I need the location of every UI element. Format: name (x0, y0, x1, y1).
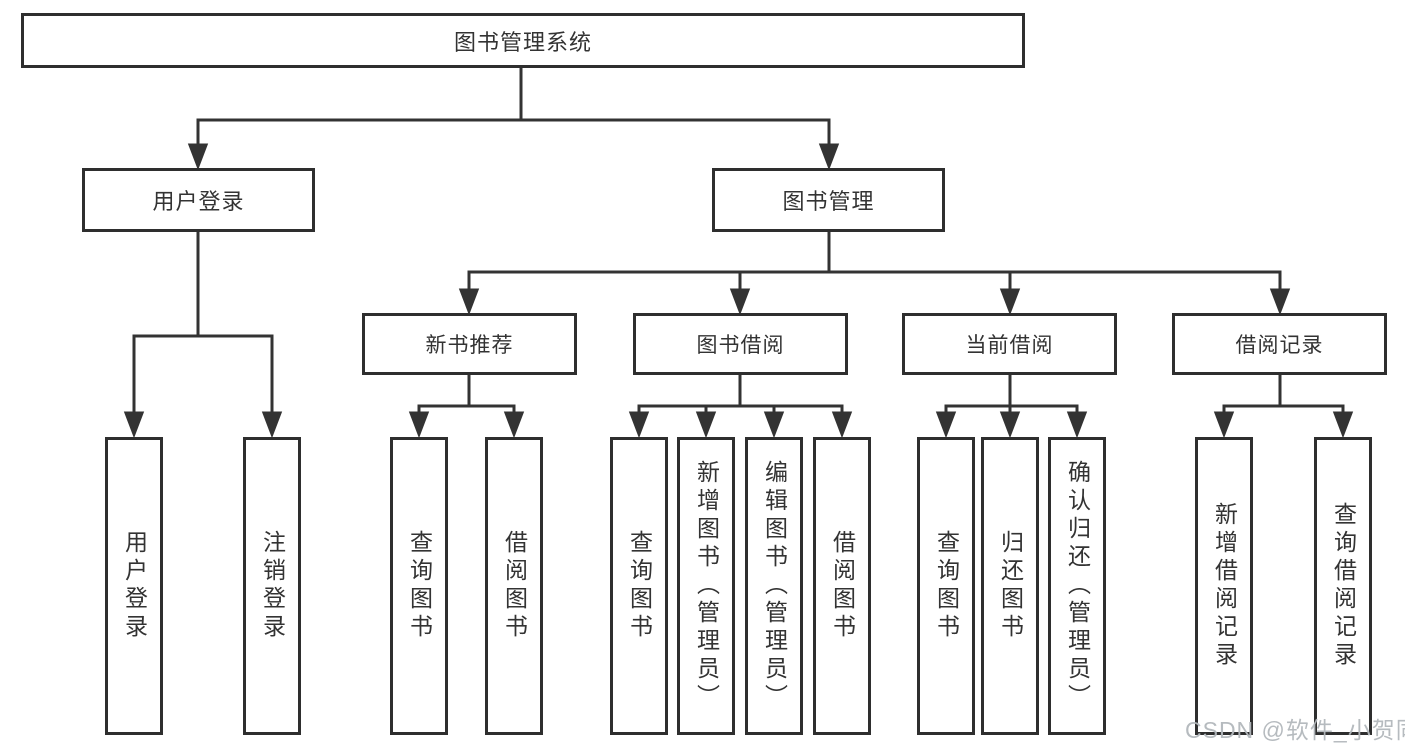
leaf-user-login: 用户登录 (105, 437, 163, 735)
leaf-label: 编辑图书（管理员） (761, 460, 788, 712)
leaf-add-book-admin: 新增图书（管理员） (677, 437, 735, 735)
node-user-login: 用户登录 (82, 168, 315, 232)
node-current-borrowing: 当前借阅 (902, 313, 1117, 375)
leaf-label: 借阅图书 (501, 530, 528, 642)
node-library-management-system: 图书管理系统 (21, 13, 1025, 68)
node-book-borrowing: 图书借阅 (633, 313, 848, 375)
leaf-label: 注销登录 (259, 530, 286, 642)
leaf-label: 查询图书 (933, 530, 960, 642)
node-label: 用户登录 (152, 189, 245, 214)
leaf-label: 借阅图书 (829, 530, 856, 642)
node-book-management: 图书管理 (712, 168, 945, 232)
leaf-label: 查询图书 (406, 530, 433, 642)
leaf-borrow-books-recommend: 借阅图书 (485, 437, 543, 735)
node-label: 新书推荐 (425, 334, 514, 357)
node-label: 图书管理系统 (453, 29, 592, 55)
leaf-label: 查询图书 (626, 530, 653, 642)
node-label: 图书管理 (782, 189, 875, 214)
node-new-book-recommend: 新书推荐 (362, 313, 577, 375)
leaf-label: 用户登录 (121, 530, 148, 642)
node-label: 借阅记录 (1235, 334, 1324, 357)
leaf-logout: 注销登录 (243, 437, 301, 735)
leaf-label: 归还图书 (997, 530, 1024, 642)
leaf-label: 确认归还（管理员） (1064, 460, 1091, 712)
leaf-query-books-recommend: 查询图书 (390, 437, 448, 735)
leaf-edit-book-admin: 编辑图书（管理员） (745, 437, 803, 735)
node-label: 当前借阅 (965, 334, 1054, 357)
leaf-return-book: 归还图书 (981, 437, 1039, 735)
csdn-watermark: CSDN @软件_小贺同学 (1185, 717, 1405, 743)
leaf-label: 新增借阅记录 (1211, 502, 1238, 670)
leaf-query-books-borrowing: 查询图书 (610, 437, 668, 735)
leaf-add-borrow-record: 新增借阅记录 (1195, 437, 1253, 735)
node-label: 图书借阅 (696, 334, 785, 357)
node-borrowing-records: 借阅记录 (1172, 313, 1387, 375)
leaf-query-borrow-record: 查询借阅记录 (1314, 437, 1372, 735)
leaf-query-books-current: 查询图书 (917, 437, 975, 735)
leaf-label: 查询借阅记录 (1330, 502, 1357, 670)
leaf-borrow-books: 借阅图书 (813, 437, 871, 735)
leaf-confirm-return-admin: 确认归还（管理员） (1048, 437, 1106, 735)
leaf-label: 新增图书（管理员） (693, 460, 720, 712)
